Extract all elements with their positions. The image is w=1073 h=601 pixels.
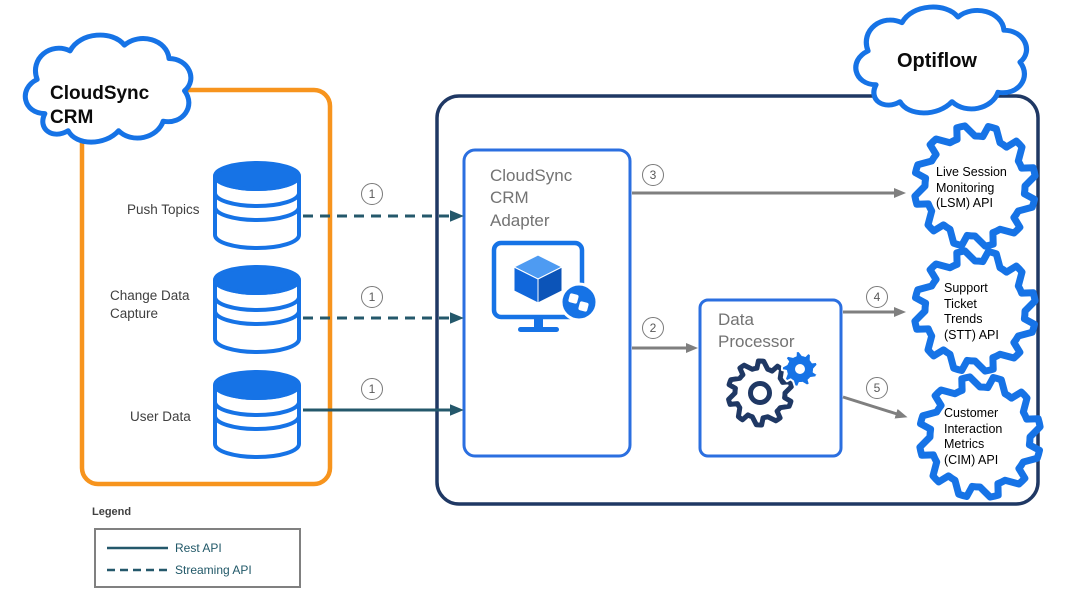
- database-ring: [213, 206, 301, 222]
- legend-box: [94, 528, 301, 588]
- change-data-capture-database-icon: [213, 265, 301, 354]
- adapter-monitor-icon: [491, 240, 599, 332]
- database-ring: [213, 401, 301, 417]
- data-processor-label: Data Processor: [718, 310, 795, 352]
- cloudsync-crm-cloud-label: CloudSync CRM: [50, 83, 150, 129]
- database-top: [213, 161, 301, 191]
- step-badge-5: 5: [866, 377, 888, 399]
- puzzle-piece: [578, 301, 589, 312]
- arrow-processor-to-cim: [842, 395, 908, 419]
- lsm-api-gear-icon: [911, 122, 1039, 250]
- legend-title: Legend: [92, 506, 132, 518]
- badge-circle: [559, 282, 599, 322]
- lsm-api-label: Live Session Monitoring (LSM) API: [936, 165, 1007, 210]
- optiflow-cloud-icon: [853, 4, 1029, 116]
- step-badge-cdc: 1: [361, 286, 383, 308]
- step-badge-push-topics: 1: [361, 183, 383, 205]
- stt-api-label: Support Ticket Trends (STT) API: [944, 281, 999, 342]
- step-badge-4: 4: [866, 286, 888, 308]
- monitor-stand: [534, 317, 543, 328]
- cube-icon: [512, 254, 564, 304]
- legend-streaming-api-label: Streaming API: [175, 563, 252, 577]
- database-top: [213, 370, 301, 400]
- processor-gears-icon: [726, 350, 819, 428]
- cloudsync-crm-cloud-icon: [22, 32, 194, 145]
- database-top: [213, 265, 301, 295]
- large-gear-hub: [748, 381, 772, 405]
- database-ring: [213, 296, 301, 312]
- step-badge-3: 3: [642, 164, 664, 186]
- change-data-capture-label: Change Data Capture: [110, 288, 190, 322]
- step-badge-2: 2: [642, 317, 664, 339]
- user-data-label: User Data: [130, 409, 191, 424]
- optiflow-cloud-label: Optiflow: [897, 50, 977, 72]
- database-ring: [213, 310, 301, 326]
- small-gear-hub: [795, 364, 805, 374]
- puzzle-piece: [568, 293, 579, 304]
- monitor-base: [518, 327, 559, 332]
- cloud-shape: [22, 32, 194, 145]
- database-ring: [213, 192, 301, 208]
- database-ring: [213, 415, 301, 431]
- push-topics-label: Push Topics: [127, 202, 200, 217]
- cube-right-face: [537, 266, 563, 304]
- cloudsync-crm-adapter-label: CloudSync CRM Adapter: [490, 166, 573, 230]
- cloud-shape: [853, 4, 1029, 116]
- legend-rest-api-label: Rest API: [175, 541, 222, 555]
- cim-api-gear-icon: [916, 373, 1044, 501]
- cim-api-label: Customer Interaction Metrics (CIM) API: [944, 406, 1003, 467]
- push-topics-database-icon: [213, 161, 301, 250]
- stt-api-gear-icon: [911, 247, 1039, 375]
- puzzle-badge-icon: [559, 282, 599, 322]
- step-badge-user-data: 1: [361, 378, 383, 400]
- user-data-database-icon: [213, 370, 301, 459]
